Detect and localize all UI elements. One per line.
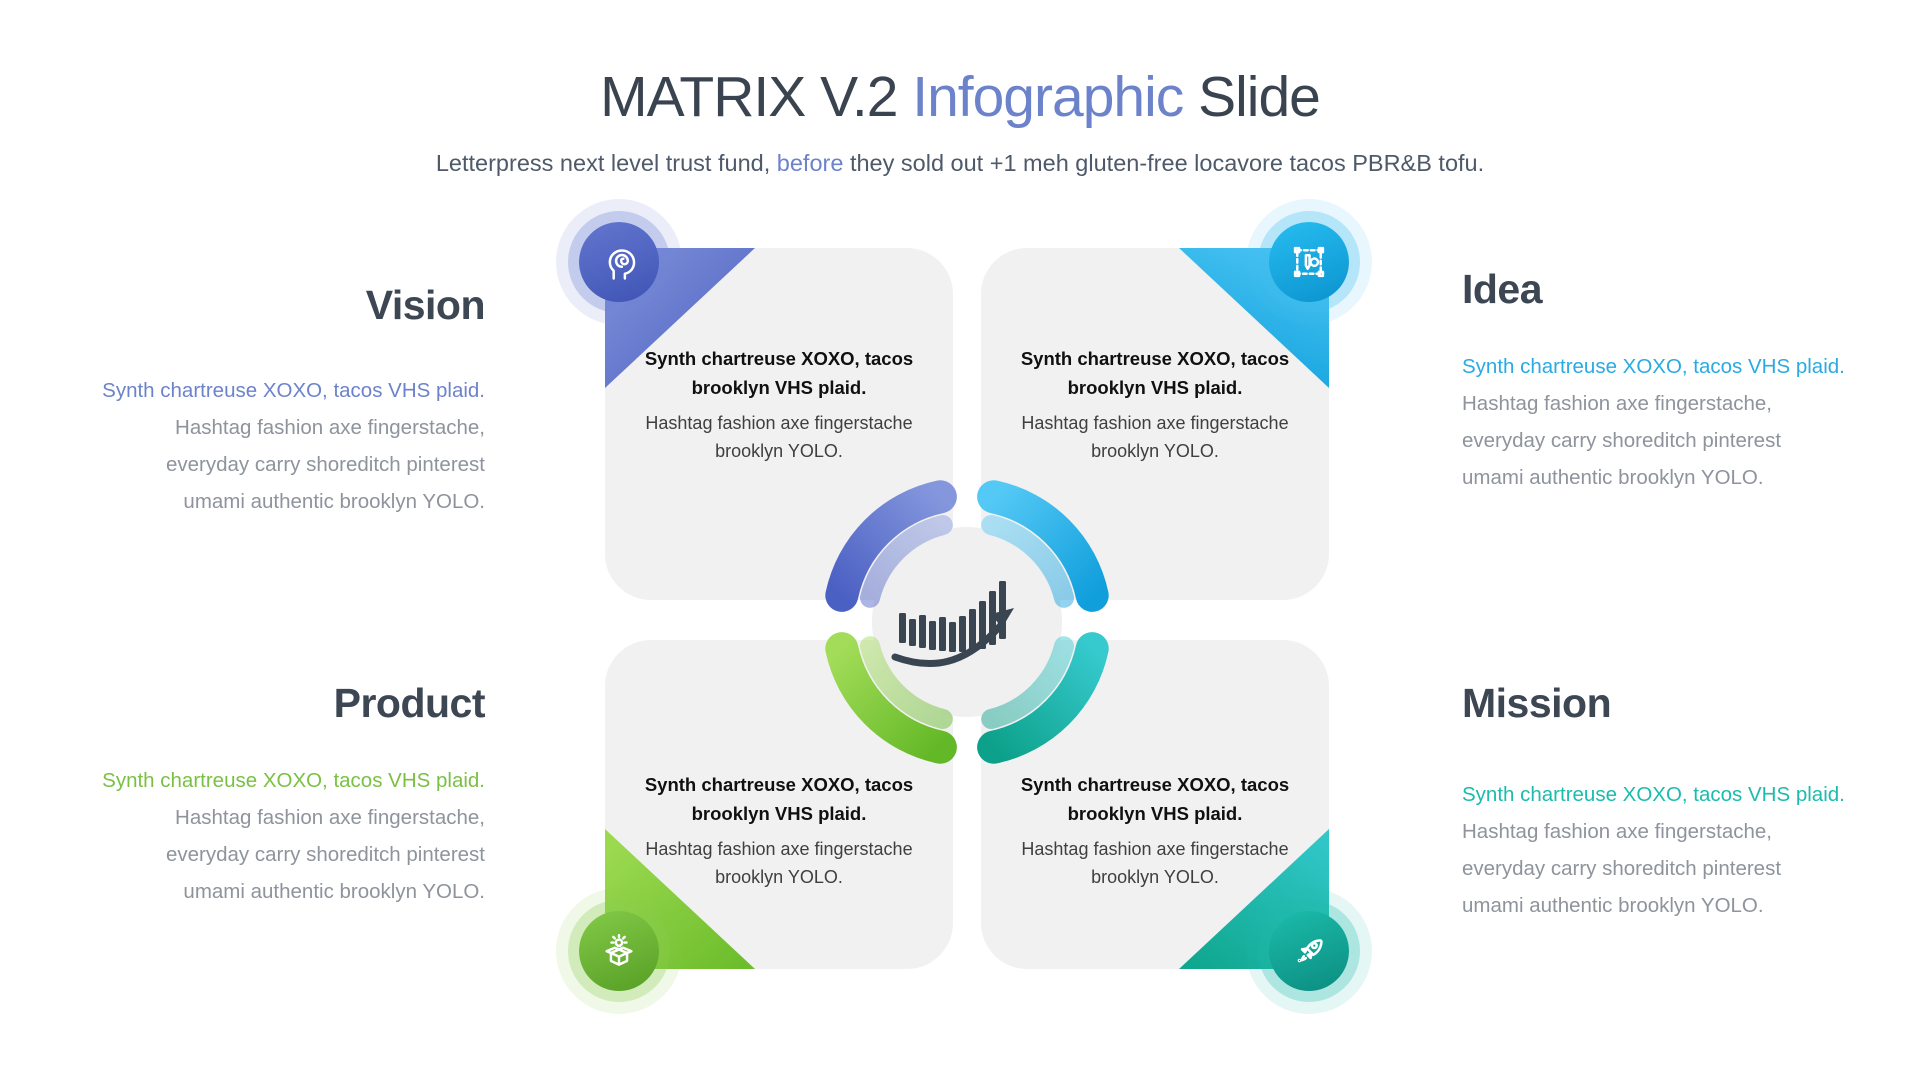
mission-lead: Synth chartreuse XOXO, tacos VHS plaid.: [1462, 783, 1845, 806]
quarter-arc-idea: [977, 480, 1109, 612]
idea-copy: Synth chartreuse XOXO, tacos VHS plaid. …: [1462, 348, 1892, 496]
outer-ring-arcs: [825, 480, 1109, 764]
idea-line: umami authentic brooklyn YOLO.: [1462, 466, 1764, 489]
idea-lead: Synth chartreuse XOXO, tacos VHS plaid.: [1462, 355, 1845, 378]
idea-heading: Idea: [1462, 266, 1543, 312]
card-text-line: Hashtag fashion axe fingerstache: [1021, 413, 1289, 433]
growth-chart-icon: [891, 581, 1014, 668]
subtitle-accent: before: [776, 150, 844, 176]
card-text-line: Hashtag fashion axe fingerstache: [1021, 839, 1289, 859]
section-idea: Idea Synth chartreuse XOXO, tacos VHS pl…: [1462, 266, 1892, 496]
mission-heading: Mission: [1462, 680, 1612, 726]
product-copy: Synth chartreuse XOXO, tacos VHS plaid. …: [85, 762, 485, 910]
section-mission: Mission Synth chartreuse XOXO, tacos VHS…: [1462, 680, 1892, 924]
vision-line: umami authentic brooklyn YOLO.: [183, 490, 485, 513]
quarter-arc-product: [825, 632, 957, 764]
mission-line: everyday carry shoreditch pinterest: [1462, 857, 1782, 880]
product-heading: Product: [333, 680, 486, 726]
card-bold-line: brooklyn VHS plaid.: [691, 803, 867, 824]
card-bold-line: brooklyn VHS plaid.: [1067, 803, 1243, 824]
card-text-line: brooklyn YOLO.: [1091, 441, 1219, 461]
quarter-arc-mission: [977, 632, 1109, 764]
product-line: everyday carry shoreditch pinterest: [165, 843, 485, 866]
card-bold-line: Synth chartreuse XOXO, tacos: [644, 348, 914, 369]
card-bold-line: Synth chartreuse XOXO, tacos: [1020, 774, 1290, 795]
vision-line: Hashtag fashion axe fingerstache,: [175, 416, 485, 439]
thinking-head-icon: [608, 249, 636, 280]
center-disc: [872, 527, 1062, 717]
section-vision: Vision Synth chartreuse XOXO, tacos VHS …: [85, 282, 485, 520]
quarter-arc-vision: [825, 480, 957, 612]
title-accent: Infographic: [912, 65, 1184, 129]
design-prototype-icon: [1293, 246, 1325, 278]
subtitle-part2: they sold out +1 meh gluten-free locavor…: [843, 150, 1485, 176]
vision-line: everyday carry shoreditch pinterest: [165, 453, 485, 476]
product-line: Hashtag fashion axe fingerstache,: [175, 806, 485, 829]
card-text-line: brooklyn YOLO.: [715, 441, 843, 461]
product-line: umami authentic brooklyn YOLO.: [183, 880, 485, 903]
rocket-icon: [1297, 939, 1323, 963]
idea-line: everyday carry shoreditch pinterest: [1462, 429, 1782, 452]
subtitle: Letterpress next level trust fund, befor…: [0, 148, 1920, 178]
title-part3: Slide: [1183, 65, 1321, 129]
product-lead: Synth chartreuse XOXO, tacos VHS plaid.: [102, 769, 485, 792]
vision-medallion: [579, 222, 659, 302]
mission-medallion: [1269, 911, 1349, 991]
card-text-line: brooklyn YOLO.: [1091, 867, 1219, 887]
card-bold-line: Synth chartreuse XOXO, tacos: [644, 774, 914, 795]
idea-line: Hashtag fashion axe fingerstache,: [1462, 392, 1772, 415]
vision-lead: Synth chartreuse XOXO, tacos VHS plaid.: [102, 379, 485, 402]
vision-heading: Vision: [365, 282, 486, 328]
card-text-line: brooklyn YOLO.: [715, 867, 843, 887]
card-bold-line: brooklyn VHS plaid.: [1067, 377, 1243, 398]
mission-line: Hashtag fashion axe fingerstache,: [1462, 820, 1772, 843]
card-mission-copy: Synth chartreuse XOXO, tacos brooklyn VH…: [1001, 770, 1309, 891]
card-bold-line: brooklyn VHS plaid.: [691, 377, 867, 398]
card-product-copy: Synth chartreuse XOXO, tacos brooklyn VH…: [625, 770, 933, 891]
card-bold-line: Synth chartreuse XOXO, tacos: [1020, 348, 1290, 369]
mission-copy: Synth chartreuse XOXO, tacos VHS plaid. …: [1462, 776, 1892, 924]
mission-line: umami authentic brooklyn YOLO.: [1462, 894, 1764, 917]
card-idea-copy: Synth chartreuse XOXO, tacos brooklyn VH…: [1001, 344, 1309, 465]
subtitle-part1: Letterpress next level trust fund,: [435, 150, 777, 176]
title-part1: MATRIX V.2: [600, 65, 913, 129]
card-text-line: Hashtag fashion axe fingerstache: [645, 839, 913, 859]
product-medallion: [579, 911, 659, 991]
section-product: Product Synth chartreuse XOXO, tacos VHS…: [85, 680, 485, 910]
product-box-icon: [605, 933, 633, 966]
page-title: MATRIX V.2 Infographic Slide: [0, 64, 1920, 130]
card-text-line: Hashtag fashion axe fingerstache: [645, 413, 913, 433]
quadrant-ring: [825, 480, 1109, 764]
idea-medallion: [1269, 222, 1349, 302]
card-vision-copy: Synth chartreuse XOXO, tacos brooklyn VH…: [625, 344, 933, 465]
inner-ring-bands: [860, 515, 1074, 729]
vision-copy: Synth chartreuse XOXO, tacos VHS plaid. …: [85, 372, 485, 520]
